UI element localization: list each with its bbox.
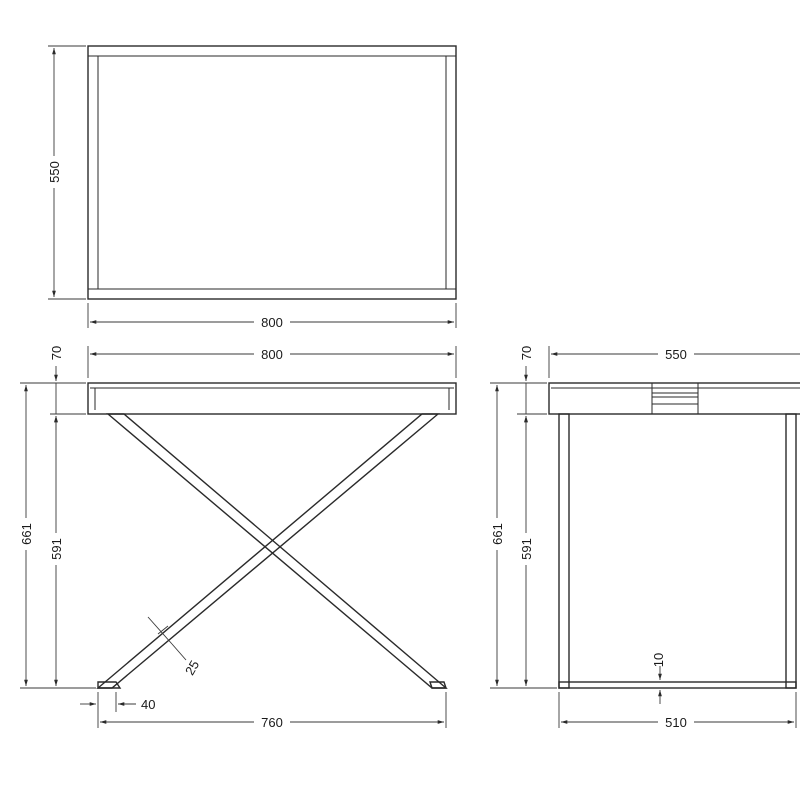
side-leg-height-dimension: 591	[518, 416, 534, 686]
side-total-height-label: 661	[490, 523, 505, 545]
side-base-width-label: 510	[665, 715, 687, 730]
handle-cutout	[651, 382, 699, 415]
side-tray-height-dimension: 70	[517, 342, 547, 430]
front-leg-width-dimension: 25	[147, 616, 202, 678]
top-depth-label: 550	[47, 161, 62, 183]
side-total-height-dimension: 661	[489, 382, 557, 689]
side-view: 550 70	[489, 342, 800, 730]
top-width-dimension: 800	[87, 303, 457, 330]
side-rail-dimension: 10	[651, 653, 666, 704]
front-total-height-label: 661	[19, 523, 34, 545]
top-depth-dimension: 550	[46, 45, 86, 300]
right-foot	[429, 681, 447, 689]
front-leg-height-dimension: 591	[48, 416, 64, 686]
top-view: 550 800	[46, 45, 457, 330]
side-left-leg	[558, 413, 570, 689]
tray-outer-outline	[87, 45, 457, 300]
front-x-legs	[96, 413, 448, 689]
front-foot-dimension: 40	[80, 692, 155, 712]
front-base-width-dimension: 760	[97, 692, 447, 730]
side-depth-dimension: 550	[548, 345, 800, 378]
leg-right-to-left	[96, 413, 440, 689]
leg-left-to-right	[106, 413, 448, 689]
front-foot-label: 40	[141, 697, 155, 712]
side-depth-label: 550	[665, 347, 687, 362]
front-width-label: 800	[261, 347, 283, 362]
front-total-height-dimension: 661	[18, 382, 96, 689]
side-tray-height-label: 70	[519, 346, 534, 360]
front-width-dimension: 800	[87, 345, 457, 378]
side-base-width-dimension: 510	[558, 692, 797, 730]
front-base-width-label: 760	[261, 715, 283, 730]
front-tray-height-dimension: 70	[48, 342, 86, 430]
side-bottom-rail	[558, 681, 797, 689]
left-foot	[97, 681, 122, 689]
side-frame	[558, 413, 797, 689]
side-right-leg	[785, 413, 797, 689]
front-leg-width-label: 25	[182, 658, 202, 678]
front-tray-height-label: 70	[49, 346, 64, 360]
side-leg-height-label: 591	[519, 538, 534, 560]
front-leg-height-label: 591	[49, 538, 64, 560]
side-rail-label: 10	[651, 653, 666, 667]
tray-inner-outline	[97, 55, 447, 290]
front-view: 800 70 661	[18, 342, 457, 730]
front-tray	[87, 382, 457, 415]
top-width-label: 800	[261, 315, 283, 330]
